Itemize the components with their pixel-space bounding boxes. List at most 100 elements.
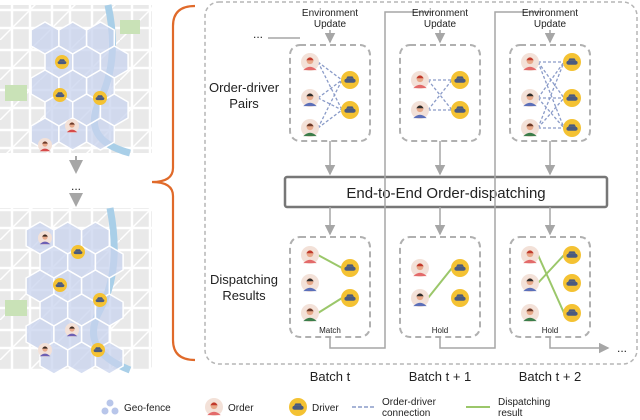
order-icon <box>38 138 52 152</box>
order-icon <box>521 274 539 292</box>
order-icon <box>411 259 429 277</box>
driver-icon <box>563 304 581 322</box>
driver-icon <box>341 289 359 307</box>
result-label: Match <box>319 326 341 335</box>
map-panel-bottom <box>0 207 152 375</box>
driver-icon <box>451 101 469 119</box>
driver-icon <box>563 119 581 137</box>
core-box <box>283 175 609 209</box>
zoom-brace <box>151 4 196 362</box>
driver-icon <box>91 343 105 357</box>
order-icon <box>411 101 429 119</box>
driver-icon <box>563 274 581 292</box>
order-driver-connection <box>317 79 343 129</box>
order-driver-connection <box>317 109 343 129</box>
dispatching-result-link <box>317 254 343 269</box>
top-ellipsis: ... <box>253 27 263 41</box>
env-feedback-line <box>329 11 432 349</box>
driver-icon <box>53 278 67 292</box>
dispatching-result-link <box>537 254 565 284</box>
driver-icon <box>55 55 69 69</box>
core-label: End-to-End Order-dispatching <box>346 185 545 202</box>
order-driver-connection <box>427 79 453 111</box>
order-icon <box>521 246 539 264</box>
driver-icon <box>341 101 359 119</box>
driver-icon <box>93 91 107 105</box>
order-icon <box>301 246 319 264</box>
driver-icon <box>563 246 581 264</box>
driver-icon <box>53 88 67 102</box>
driver-icon <box>563 89 581 107</box>
legend-item-driver: Driver <box>289 398 339 416</box>
order-icon <box>521 119 539 137</box>
order-icon <box>411 71 429 89</box>
driver-icon <box>341 71 359 89</box>
order-driver-connection <box>317 61 343 81</box>
result-label: Hold <box>432 326 448 335</box>
order-driver-connection <box>537 97 565 129</box>
geo-fence-hex <box>85 117 116 151</box>
driver-icon <box>563 53 581 71</box>
legend-label: Driver <box>312 403 339 414</box>
geo-fence-icon <box>101 399 119 415</box>
dispatching-result-link <box>317 297 343 314</box>
dispatching-result-link <box>427 267 453 299</box>
order-icon <box>65 119 79 133</box>
bottom-ellipsis: ... <box>617 341 627 355</box>
legend-label: Geo-fence <box>124 403 171 414</box>
driver-icon <box>451 259 469 277</box>
driver-icon <box>451 289 469 307</box>
results-box <box>399 236 481 338</box>
order-driver-connection <box>317 79 343 99</box>
geo-fence-hex <box>66 341 97 375</box>
pairs-box <box>289 44 371 142</box>
order-driver-connection <box>537 61 565 129</box>
order-icon <box>301 89 319 107</box>
order-icon <box>521 89 539 107</box>
order-icon <box>521 304 539 322</box>
order-icon <box>301 274 319 292</box>
order-icon <box>65 323 79 337</box>
pairs-box <box>509 44 591 142</box>
order-icon <box>38 343 52 357</box>
map-panel-top <box>0 4 152 157</box>
order-driver-connection <box>317 61 343 111</box>
order-icon <box>205 398 223 416</box>
order-icon <box>301 119 319 137</box>
driver-icon <box>451 71 469 89</box>
order-driver-connection <box>427 79 453 111</box>
order-icon <box>301 53 319 71</box>
batch-label: Batch t + 2 <box>519 369 582 384</box>
map-connector: ... <box>69 156 83 207</box>
map-ellipsis: ... <box>71 179 81 193</box>
driver-icon <box>93 293 107 307</box>
result-label: Hold <box>542 326 558 335</box>
order-driver-connection <box>537 61 565 99</box>
env-feedback-line <box>549 337 610 354</box>
order-icon <box>301 304 319 322</box>
dispatching-result-link <box>537 254 565 314</box>
pipeline-frame <box>204 1 638 365</box>
driver-icon <box>289 398 307 416</box>
order-icon <box>411 289 429 307</box>
legend-item-order: Order <box>205 398 254 416</box>
batch-label: Batch t <box>310 369 351 384</box>
order-driver-connection <box>317 97 343 111</box>
order-driver-connection <box>537 97 565 129</box>
env-feedback-line <box>439 11 542 349</box>
pairs-box <box>399 44 481 142</box>
order-icon <box>521 53 539 71</box>
